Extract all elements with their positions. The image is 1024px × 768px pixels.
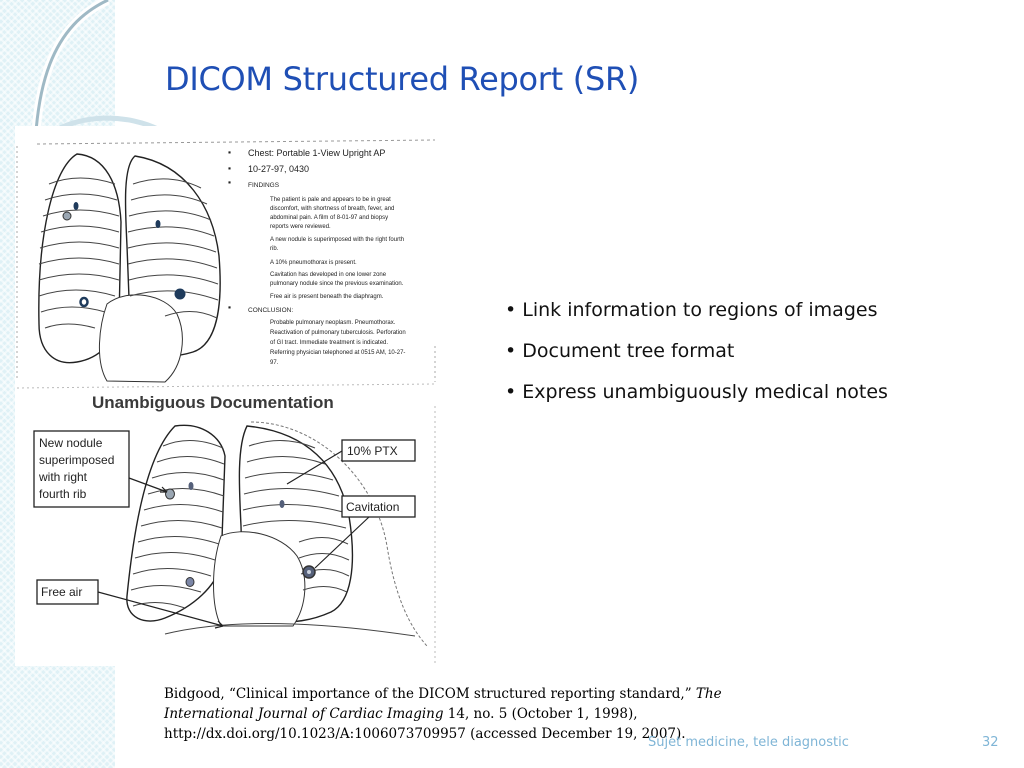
conclusion-label: CONCLUSION: [248,307,293,314]
bullet-item: Document tree format [505,331,888,372]
citation: Bidgood, “Clinical importance of the DIC… [164,684,724,744]
svg-text:A 10% pneumothorax is present.: A 10% pneumothorax is present. [270,260,357,266]
sr-figure: ▪ Chest: Portable 1-View Upright AP ▪ 10… [15,126,440,666]
slide-title: DICOM Structured Report (SR) [165,60,640,98]
svg-text:Referring physician telephoned: Referring physician telephoned at 0515 A… [270,350,405,356]
nodule-marker [279,500,285,508]
nodule-marker-grey [165,488,175,500]
svg-text:pulmonary nodule since the pre: pulmonary nodule since the previous exam… [270,281,404,287]
callout-nodule: New nodule superimposed with right fourt… [33,430,168,508]
citation-details: 14, no. 5 (October 1, 1998), http://dx.d… [164,706,686,742]
nodule-marker-grey [62,211,72,221]
svg-text:of GI tract. Immediate treatme: of GI tract. Immediate treatment is indi… [270,340,388,346]
citation-author-title: Bidgood, “Clinical importance of the DIC… [164,686,696,702]
report-header-line2: 10-27-97, 0430 [248,164,309,174]
svg-text:fourth rib: fourth rib [39,487,87,501]
svg-text:The patient is pale and appear: The patient is pale and appears to be in… [270,197,391,203]
nodule-marker [73,202,79,210]
cavitation-marker [174,288,186,300]
unambiguous-heading: Unambiguous Documentation [92,393,334,412]
conclusion-text: Probable pulmonary neoplasm. Pneumothora… [270,320,406,366]
bullet-item: Link information to regions of images [505,290,888,331]
svg-text:97.: 97. [270,360,279,366]
svg-text:▪: ▪ [228,147,231,157]
bullet-item: Express unambiguously medical notes [505,372,888,413]
svg-text:Probable pulmonary neoplasm. P: Probable pulmonary neoplasm. Pneumothora… [270,320,396,326]
svg-text:rib.: rib. [270,246,279,252]
svg-text:Cavitation: Cavitation [346,500,399,514]
nodule-marker [79,296,89,308]
svg-text:▪: ▪ [228,163,231,173]
svg-text:A new nodule is superimposed w: A new nodule is superimposed with the ri… [270,237,404,243]
callout-cavitation: Cavitation [314,495,416,569]
svg-text:superimposed: superimposed [39,453,114,467]
citation-journal: The International Journal of Cardiac Ima… [164,686,722,722]
chest-diagram-top [16,139,436,383]
svg-text:abdominal pain. A film of 8-01: abdominal pain. A film of 8-01-97 and bi… [270,215,388,221]
callout-ptx: 10% PTX [286,439,416,485]
bullet-list: Link information to regions of images Do… [505,290,888,413]
footer-text: Sujet medicine, tele diagnostic [648,735,849,750]
nodule-marker [155,220,161,228]
nodule-marker [188,482,194,490]
chest-diagram-bottom [126,421,428,647]
svg-text:▪: ▪ [228,302,231,312]
svg-text:New nodule: New nodule [39,436,103,450]
page-number: 32 [982,735,999,750]
svg-text:Cavitation has developed in on: Cavitation has developed in one lower zo… [270,272,387,278]
svg-text:Reactivation of pulmonary tube: Reactivation of pulmonary tuberculosis. … [270,330,406,336]
svg-text:10% PTX: 10% PTX [347,444,398,458]
nodule-marker [185,577,195,587]
findings-label: FINDINGS [248,182,280,189]
svg-text:Free air is present beneath th: Free air is present beneath the diaphrag… [270,294,384,300]
svg-text:▪: ▪ [228,177,231,187]
report-header-line1: Chest: Portable 1-View Upright AP [248,148,385,158]
svg-text:discomfort, with shortness of: discomfort, with shortness of breath, fe… [270,206,394,212]
svg-text:reports were reviewed.: reports were reviewed. [270,224,331,230]
svg-text:Free air: Free air [41,585,82,599]
svg-text:with right: with right [38,470,88,484]
findings-text: The patient is pale and appears to be in… [270,197,404,300]
report-text: ▪ Chest: Portable 1-View Upright AP ▪ 10… [228,147,436,382]
callout-free-air: Free air [36,579,224,629]
